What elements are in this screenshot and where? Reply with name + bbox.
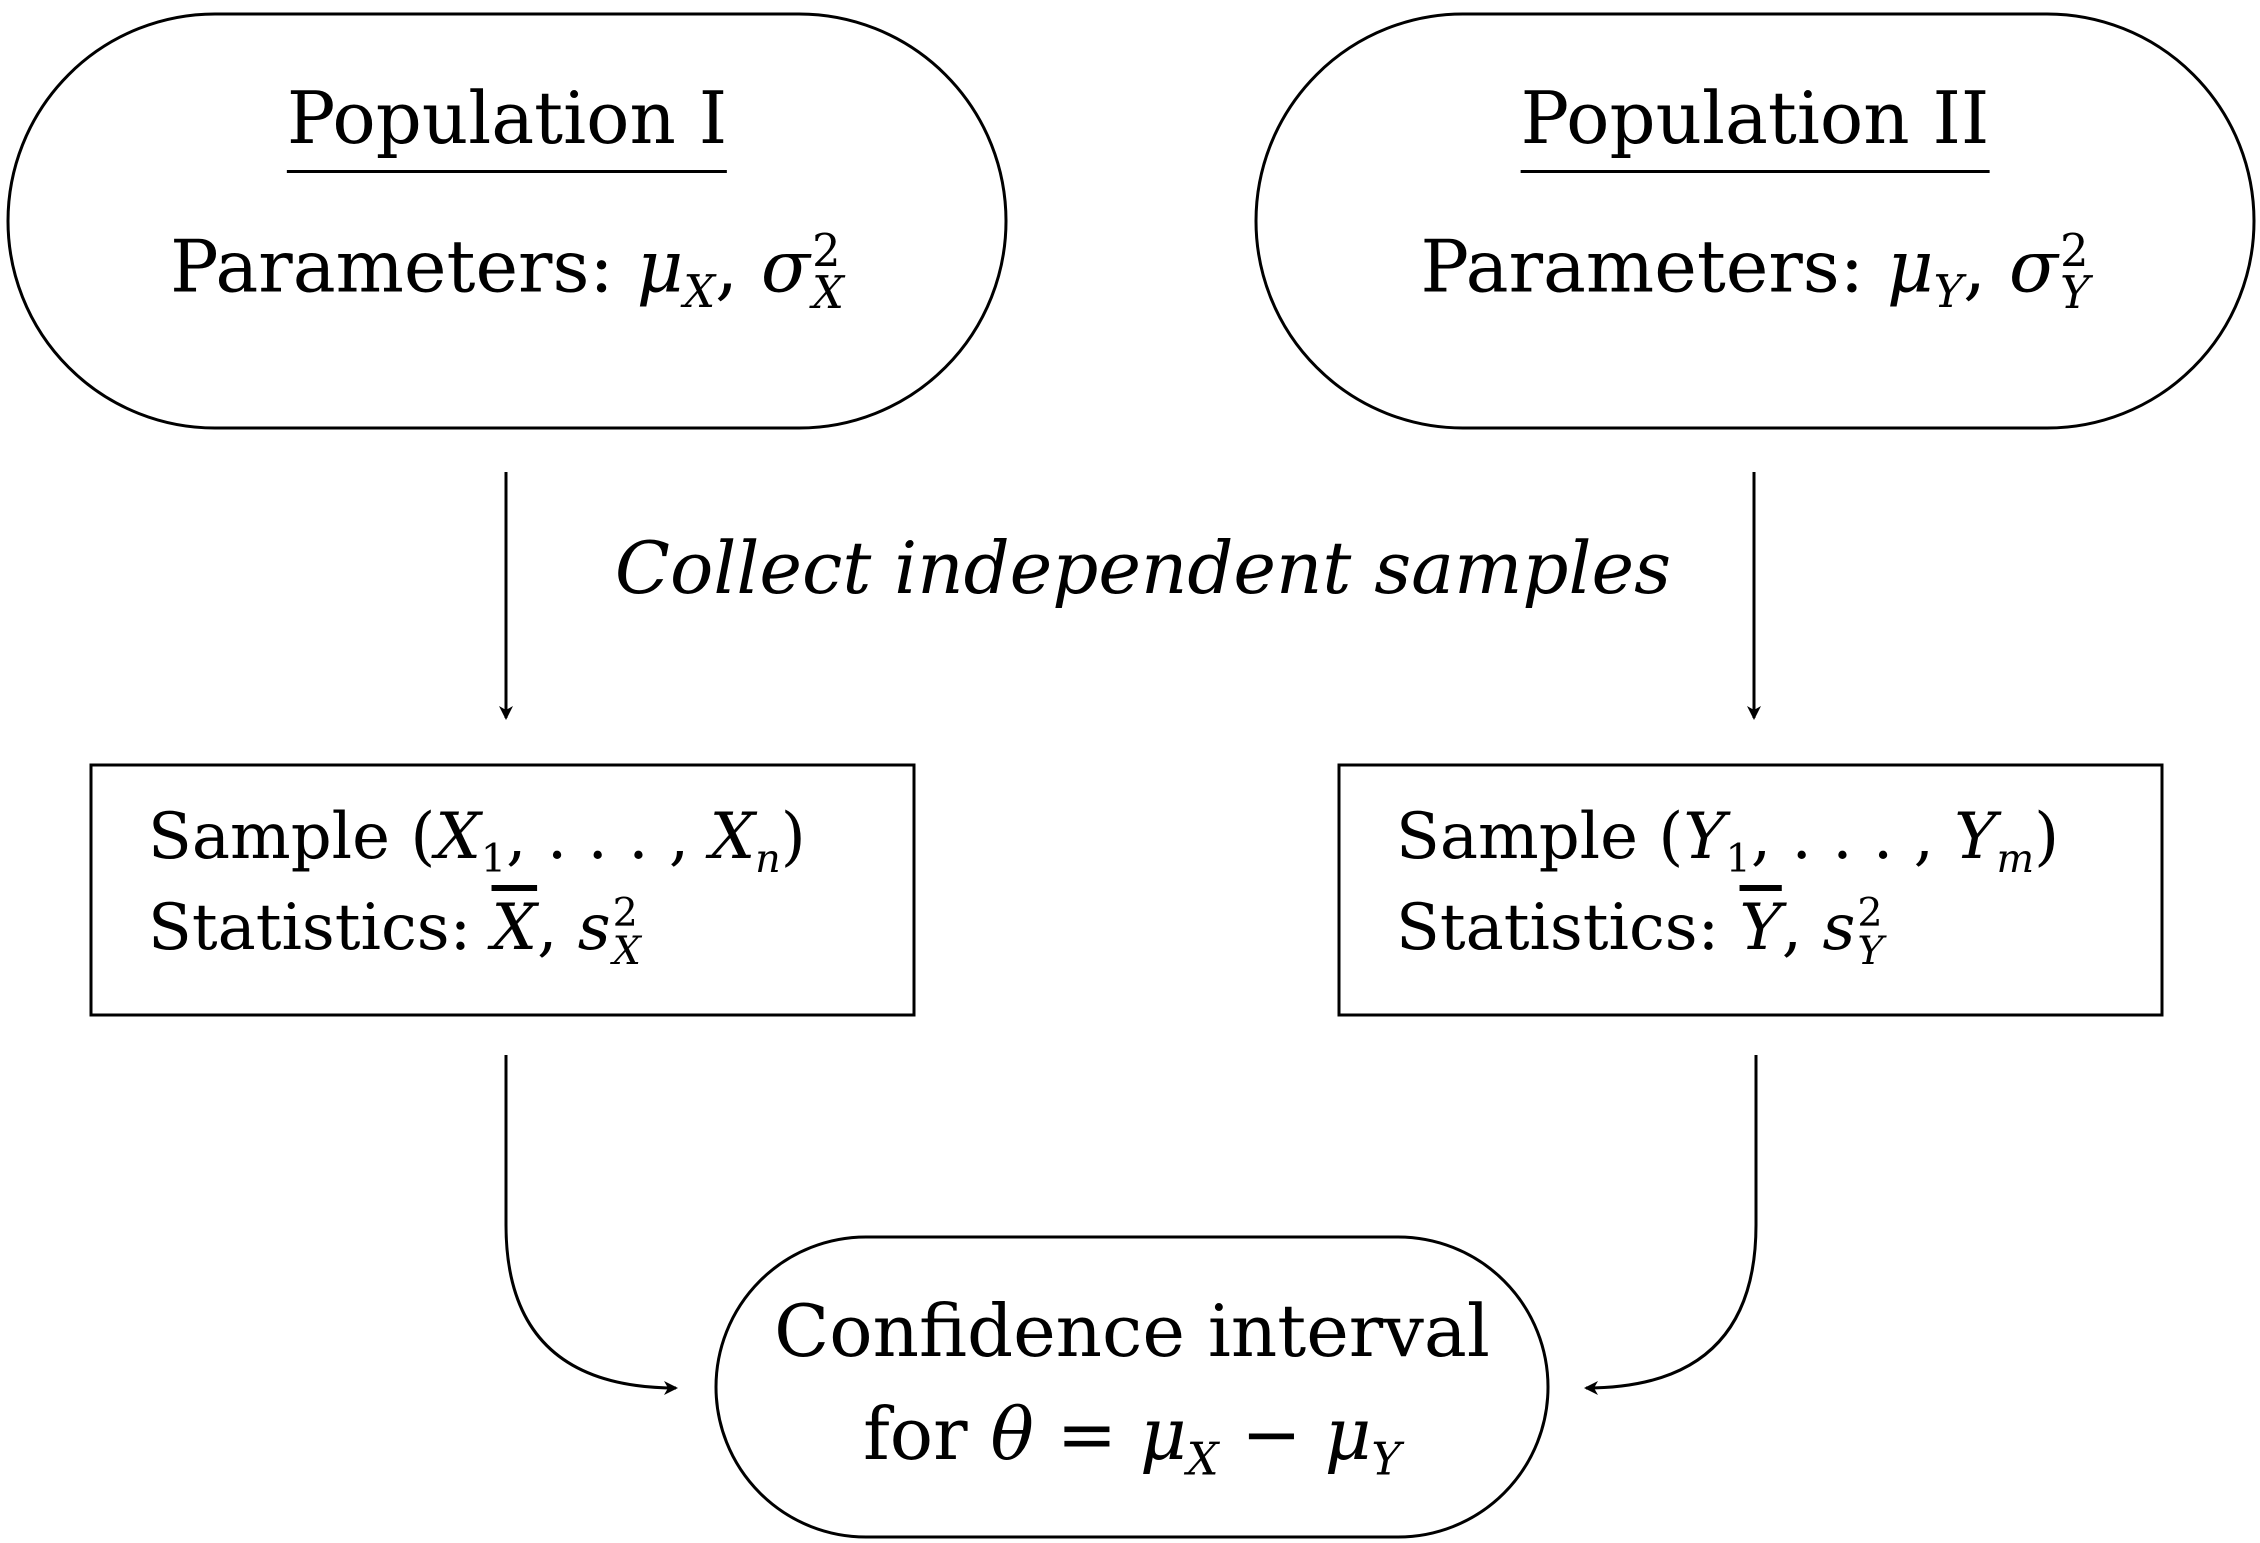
sample-1-var-last: X (709, 800, 756, 874)
result-mu-x: μ (1139, 1392, 1187, 1476)
sample-2-stats-label: Statistics: (1396, 891, 1720, 966)
result-mu-y-sub: Y (1371, 1433, 1401, 1486)
result-theta: θ (990, 1392, 1034, 1476)
sample-1-last-sub: n (755, 835, 781, 882)
sample-2-var-first: Y (1683, 800, 1726, 874)
result-equals: = (1033, 1392, 1140, 1476)
population-1-title-wrap: Population I (286, 76, 728, 173)
sample-2-ellipsis: , . . . , (1750, 800, 1955, 874)
population-1-params-label: Parameters: (170, 224, 614, 309)
collect-samples-label: Collect independent samples (614, 526, 1672, 610)
sample-2-line: Sample (Y1, . . . , Ym) (1396, 805, 2059, 879)
result-mu-x-sub: X (1186, 1433, 1219, 1486)
sample-2-last-sub: m (1996, 835, 2035, 882)
result-minus: − (1218, 1392, 1325, 1476)
sample-2-node (1337, 763, 2164, 1017)
result-mu-y: μ (1324, 1392, 1372, 1476)
population-2-sigma-sup: 2 (2060, 225, 2089, 277)
result-node (714, 1235, 1550, 1539)
sample-1-var-first: X (435, 800, 481, 874)
sample-1-node (89, 763, 916, 1017)
population-2-node (1254, 12, 2256, 430)
population-1-mu: μ (636, 224, 684, 309)
sample-2-suffix: ) (2034, 800, 2060, 874)
population-2-title-wrap: Population II (1520, 76, 1990, 173)
population-2-params-label: Parameters: (1420, 224, 1864, 309)
population-1-node (6, 12, 1008, 430)
sample-1-first-sub: 1 (480, 835, 507, 882)
result-line-2: for θ = μX − μY (863, 1398, 1401, 1482)
population-1-mu-sub: X (683, 265, 716, 318)
sample-1-stats-label: Statistics: (148, 891, 472, 966)
population-1-sigma-sup: 2 (812, 225, 841, 277)
sample-1-s: s (577, 891, 611, 966)
sample-1-ellipsis: , . . . , (506, 800, 710, 874)
sample-1-s-sub: X (612, 927, 641, 974)
population-2-sigma-sub: Y (2060, 267, 2090, 320)
population-2-mu-sub: Y (1933, 265, 1964, 318)
sample-2-first-sub: 1 (1725, 835, 1751, 882)
arrow-sample-2-to-result (1584, 1055, 1758, 1395)
sample-1-suffix: ) (780, 800, 806, 874)
result-line-1: Confidence interval (774, 1289, 1490, 1373)
population-1-sigma: σ (760, 224, 811, 309)
sample-2-s-sub: Y (1857, 927, 1884, 974)
sample-1-s-sup: 2 (612, 890, 638, 936)
sample-1-prefix: Sample ( (148, 800, 436, 874)
population-1-sigma-sub: X (812, 267, 844, 320)
sample-2-s: s (1822, 891, 1856, 966)
population-2-sigma: σ (2008, 224, 2059, 309)
population-1-title: Population I (286, 76, 728, 173)
population-2-title: Population II (1520, 76, 1990, 173)
sample-2-mean: Y (1739, 891, 1782, 966)
result-for: for (863, 1392, 968, 1476)
arrow-sample-1-to-result (504, 1055, 678, 1395)
sample-2-var-last: Y (1954, 800, 1997, 874)
sample-2-s-sup: 2 (1857, 890, 1883, 936)
sample-1-line: Sample (X1, . . . , Xn) (148, 805, 806, 879)
sample-1-mean: X (491, 891, 538, 966)
population-2-mu: μ (1886, 224, 1934, 309)
sample-2-prefix: Sample ( (1396, 800, 1684, 874)
